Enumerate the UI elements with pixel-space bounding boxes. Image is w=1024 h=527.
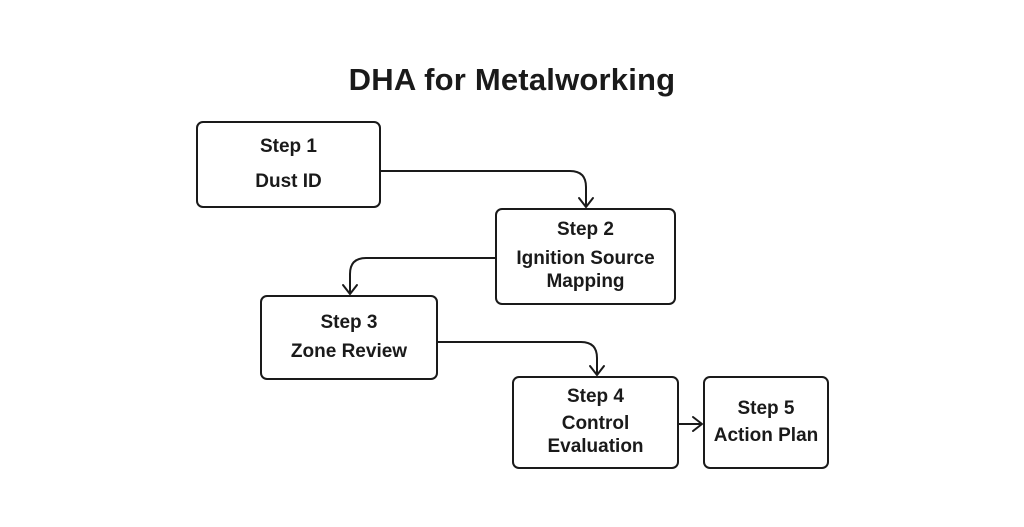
step-2-description: Ignition Source Mapping xyxy=(516,248,655,292)
arrowhead-step2 xyxy=(578,197,594,208)
step-4-description: Control Evaluation xyxy=(547,413,644,457)
arrowhead-step5 xyxy=(692,416,703,432)
diagram-title: DHA for Metalworking xyxy=(348,62,676,97)
connector-step3-step4 xyxy=(437,341,598,375)
step-4-label: Step 4 xyxy=(566,386,625,408)
connector-step2-step3 xyxy=(349,257,496,294)
connector-step1-step2 xyxy=(380,170,587,207)
step-2-box: Step 2 Ignition Source Mapping xyxy=(495,208,676,305)
step-1-label: Step 1 xyxy=(259,135,318,157)
step-5-label: Step 5 xyxy=(737,397,795,419)
step-3-description: Zone Review xyxy=(290,340,408,362)
arrowhead-step4 xyxy=(589,365,605,376)
step-1-box: Step 1 Dust ID xyxy=(196,121,381,208)
step-5-box: Step 5 Action Plan xyxy=(703,376,829,469)
step-3-label: Step 3 xyxy=(320,311,378,333)
step-5-description: Action Plan xyxy=(713,424,819,446)
step-4-box: Step 4 Control Evaluation xyxy=(512,376,679,469)
step-1-description: Dust ID xyxy=(255,170,322,192)
step-2-label: Step 2 xyxy=(556,219,615,241)
arrowhead-step3 xyxy=(342,284,358,295)
step-3-box: Step 3 Zone Review xyxy=(260,295,438,380)
